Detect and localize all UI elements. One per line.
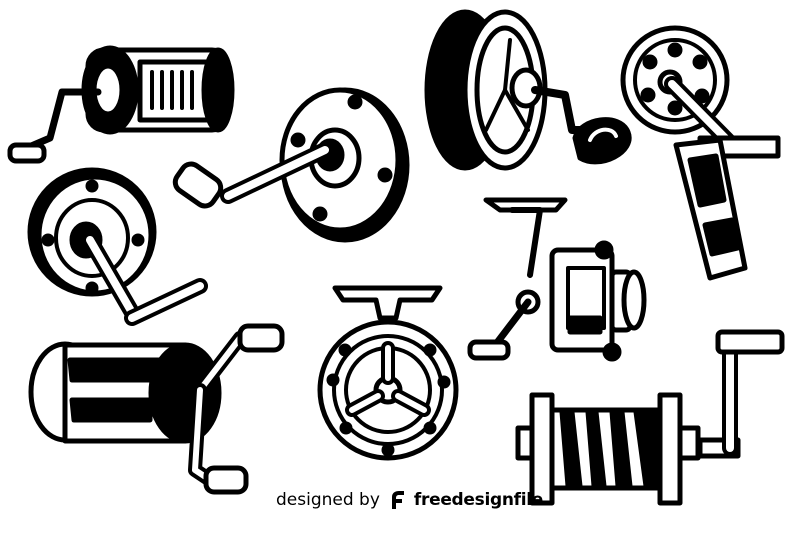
drum-reel-icon	[28, 323, 285, 495]
spinning-reel-icon	[467, 197, 647, 362]
attribution: designed by freedesignfile	[276, 486, 543, 514]
credit-brand[interactable]: freedesignfile	[413, 490, 544, 510]
credit-prefix: designed by	[276, 490, 380, 510]
spool-reel-icon	[515, 329, 785, 506]
freedesignfile-logo-icon	[391, 491, 404, 509]
baitcasting-reel-icon	[7, 45, 235, 164]
side-reel-icon	[172, 87, 410, 243]
pole-reel-icon	[620, 25, 781, 281]
surf-reel-icon	[424, 9, 632, 171]
round-reel-icon	[27, 167, 208, 326]
fly-reel-icon	[317, 285, 459, 461]
